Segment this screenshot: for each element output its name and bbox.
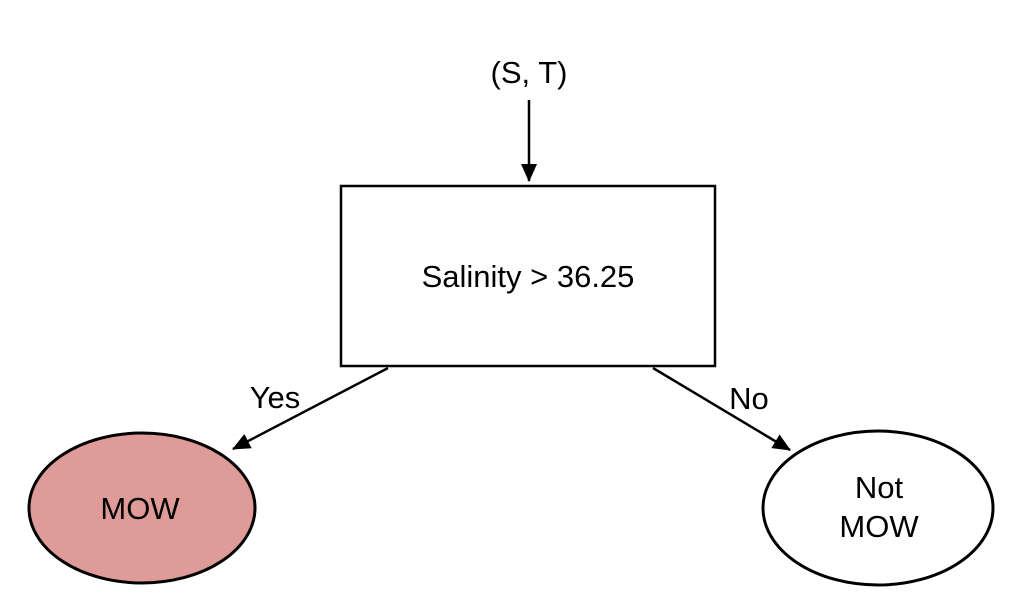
not-mow-leaf-label-line1: Not	[855, 470, 904, 505]
no-edge-arrow	[652, 366, 791, 452]
mow-leaf-label: MOW	[100, 491, 180, 526]
decision-node-label: Salinity > 36.25	[422, 259, 635, 294]
not-mow-leaf-label-line2: MOW	[839, 509, 919, 544]
no-edge-label: No	[729, 381, 769, 416]
decision-node-box	[339, 184, 717, 368]
mow-leaf-node	[27, 431, 257, 585]
not-mow-leaf-node	[761, 429, 995, 587]
root-label: (S, T)	[491, 55, 568, 90]
yes-edge-label: Yes	[250, 380, 301, 415]
yes-edge-arrow	[232, 366, 389, 451]
